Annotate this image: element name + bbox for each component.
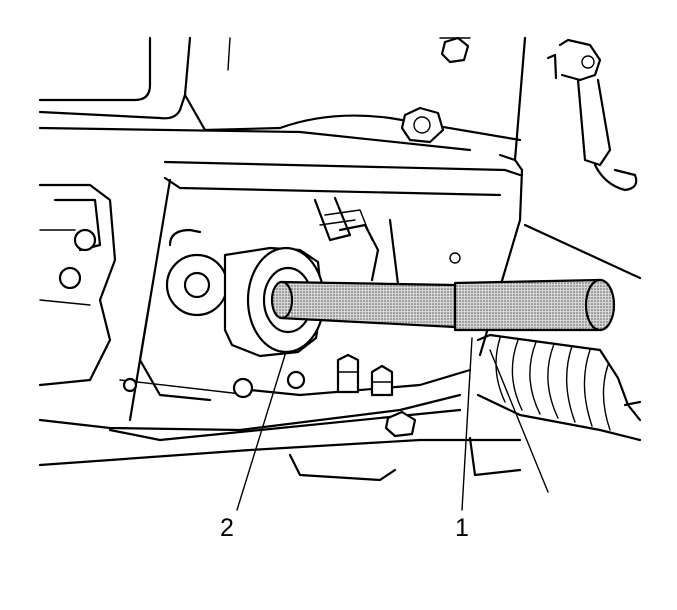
- installer-tool: [270, 278, 616, 332]
- line-fittings: [336, 353, 417, 438]
- input-shaft: [138, 196, 380, 402]
- upper-body-panel: [38, 36, 522, 152]
- brake-line-clip: [546, 38, 638, 192]
- lower-frame: [38, 368, 522, 482]
- callout-1: 1: [455, 514, 469, 542]
- tie-rod-boot: [476, 333, 642, 442]
- upper-mount-bolt: [400, 36, 470, 144]
- gear-housing: [38, 183, 117, 387]
- crossmember: [128, 36, 642, 422]
- leader-lines: [236, 337, 549, 511]
- callout-2: 2: [220, 514, 234, 542]
